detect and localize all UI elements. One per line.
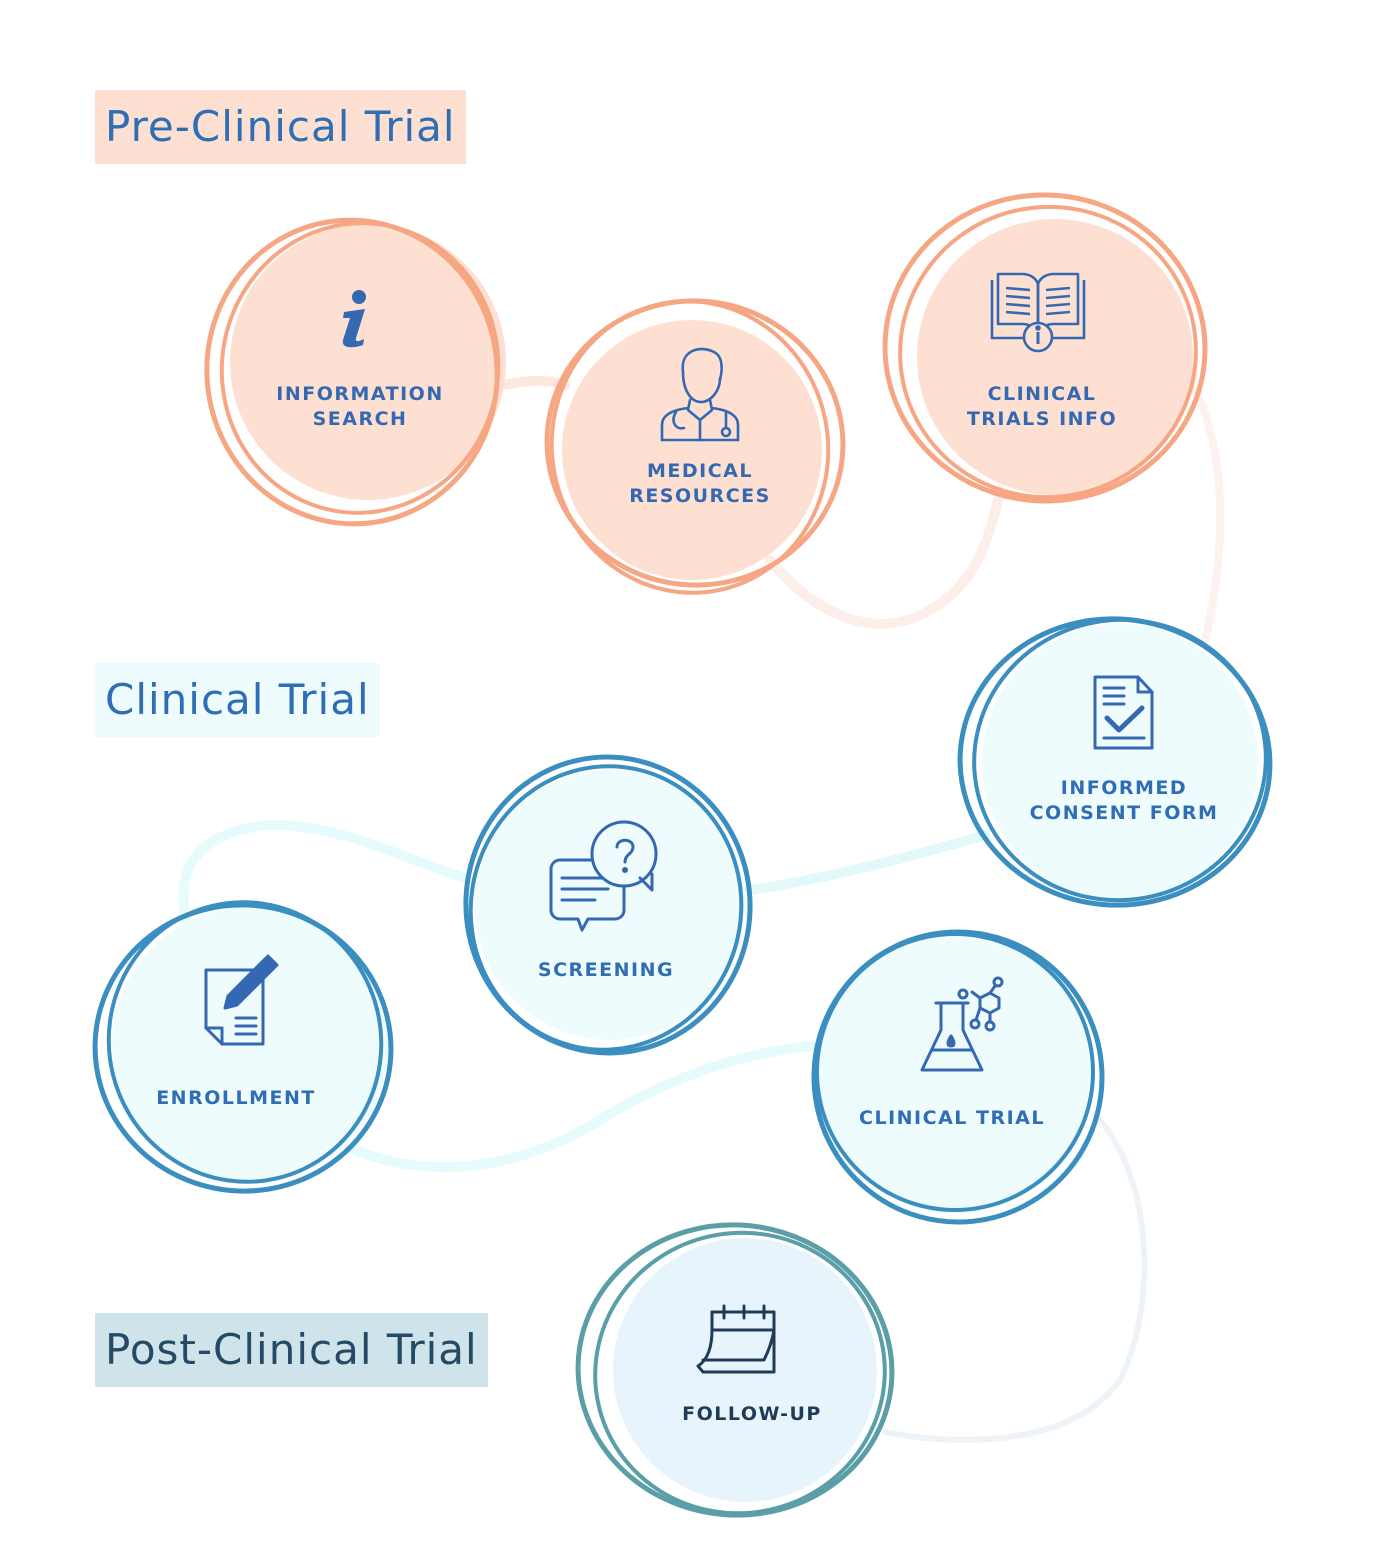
section-title-pre-clinical: Pre-Clinical Trial (95, 90, 466, 164)
node-label-clinical-trials-info: CLINICAL TRIALS INFO (922, 382, 1162, 432)
label-line: SEARCH (312, 408, 408, 430)
book-info-icon (990, 272, 1086, 353)
label-line: SCREENING (537, 959, 675, 981)
connector-consent-to-screening (745, 830, 990, 895)
label-line: CLINICAL TRIAL (859, 1107, 1045, 1129)
connector-enrollment-to-clinical (350, 1040, 825, 1172)
label-line: INFORMED (1060, 777, 1188, 799)
section-title-post-clinical: Post-Clinical Trial (95, 1313, 488, 1387)
node-clinical-trial-circle (811, 929, 1105, 1225)
section-title-clinical: Clinical Trial (95, 663, 380, 737)
label-line: TRIALS INFO (966, 408, 1118, 430)
connector-clinical-to-followup (882, 1112, 1148, 1443)
node-label-information-search: INFORMATION SEARCH (240, 382, 480, 432)
node-label-follow-up: FOLLOW-UP (632, 1402, 872, 1427)
node-medical-resources-circle (544, 298, 846, 595)
checked-document-icon (1093, 675, 1154, 750)
label-line: ENROLLMENT (156, 1087, 316, 1109)
label-line: MEDICAL (647, 460, 753, 482)
node-label-clinical-trial: CLINICAL TRIAL (832, 1106, 1072, 1131)
node-label-medical-resources: MEDICAL RESOURCES (580, 459, 820, 509)
node-label-screening: SCREENING (486, 958, 726, 983)
info-icon (342, 290, 366, 348)
label-line: CLINICAL (987, 383, 1097, 405)
label-line: RESOURCES (629, 485, 771, 507)
connector-medical-to-trials-info (765, 485, 1005, 629)
label-line: INFORMATION (276, 383, 444, 405)
connector-trials-info-to-consent (1186, 376, 1225, 644)
doctor-icon (660, 347, 740, 442)
node-label-informed-consent-form: INFORMED CONSENT FORM (1004, 776, 1244, 826)
node-information-search-circle (204, 217, 506, 527)
label-line: FOLLOW-UP (682, 1403, 822, 1425)
connector-screening-to-enrollment (178, 820, 475, 935)
speech-bubbles-question-icon (549, 820, 658, 932)
node-label-enrollment: ENROLLMENT (116, 1086, 356, 1111)
node-clinical-trials-info-circle (882, 192, 1208, 504)
label-line: CONSENT FORM (1029, 802, 1219, 824)
calendar-icon (696, 1304, 776, 1374)
node-enrollment-circle (92, 900, 394, 1194)
node-informed-consent-form-circle (957, 616, 1273, 908)
lab-flask-icon (920, 976, 1004, 1072)
document-pencil-icon (204, 954, 279, 1046)
